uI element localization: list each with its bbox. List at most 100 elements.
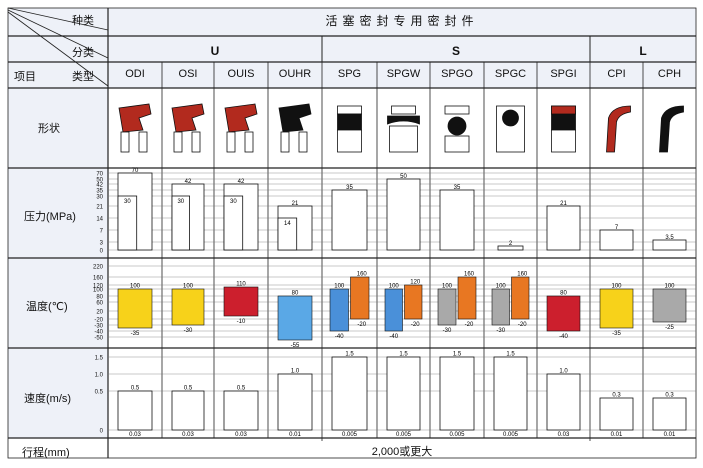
- speed-max-label: 1.5: [453, 352, 462, 358]
- speed-min-label: 0.005: [396, 432, 412, 438]
- model-odi: ODI: [125, 68, 145, 80]
- diagonal-line: [7, 9, 109, 59]
- table-border: [7, 7, 697, 459]
- speed-min-label: 0.03: [182, 432, 194, 438]
- model-spg: SPG: [337, 68, 362, 80]
- speed-tick-label: 1.5: [95, 356, 104, 362]
- temperature-min-label: -40: [559, 334, 568, 340]
- temperature-max-label: 80: [560, 291, 567, 297]
- temperature-min-label: -30: [443, 328, 452, 334]
- speed-min-label: 0.01: [664, 432, 676, 438]
- pressure-max-label: 3.5: [665, 235, 674, 241]
- pressure-tick-label: 50: [96, 178, 103, 184]
- temperature-min-label: -35: [131, 331, 140, 337]
- pressure-bar-spgo: 35: [439, 185, 475, 251]
- seal-shape-spgo: [444, 105, 470, 153]
- pressure-mid-label: 30: [177, 199, 184, 205]
- speed-min-label: 0.005: [503, 432, 519, 438]
- pressure-max-label: 42: [238, 179, 245, 185]
- temperature-max-label: 110: [236, 282, 246, 288]
- seal-shape-spgw: [387, 105, 420, 153]
- speed-bar-spgo: 1.50.005: [439, 352, 475, 438]
- model-spgo: SPGO: [441, 68, 473, 80]
- seal-shape-ouhr: [278, 103, 312, 153]
- speed-max-label: 1.0: [559, 369, 568, 375]
- seal-shape-spgc: [496, 105, 525, 153]
- speed-max-label: 0.5: [184, 386, 193, 392]
- diagonal-line: [7, 7, 109, 31]
- model-ouhr: OUHR: [278, 68, 312, 80]
- temperature-max-label: 100: [664, 284, 675, 290]
- pressure-tick-label: 3: [100, 241, 104, 247]
- temperature-min-label: -20: [518, 322, 527, 328]
- pressure-max-label: 70: [132, 168, 139, 174]
- temperature-max-label: 100: [611, 284, 622, 290]
- temperature-tick-label: -30: [94, 324, 103, 330]
- speed-max-label: 1.5: [506, 352, 515, 358]
- temperature-max-label: 80: [292, 291, 299, 297]
- temperature-max-label: 100: [496, 284, 507, 290]
- model-cph: CPH: [657, 68, 682, 80]
- pressure-bar-spg: 35: [331, 185, 368, 251]
- pressure-bar-spgi: 21: [546, 201, 581, 251]
- row-label-temperature: 温度(℃): [26, 301, 68, 313]
- model-spgw: SPGW: [386, 68, 421, 80]
- speed-min-label: 0.03: [129, 432, 141, 438]
- speed-min-label: 0.03: [235, 432, 247, 438]
- temperature-min-label: -20: [411, 322, 420, 328]
- speed-min-label: 0.03: [558, 432, 570, 438]
- temperature-max-label: 100: [183, 284, 194, 290]
- temperature-tick-label: 120: [93, 284, 104, 290]
- temperature-min-label: -55: [291, 343, 300, 349]
- temperature-tick-label: 220: [93, 265, 104, 271]
- pressure-max-label: 21: [560, 201, 567, 207]
- pressure-max-label: 35: [346, 185, 353, 191]
- seal-shape-cph: [659, 105, 684, 153]
- model-spgi: SPGI: [550, 68, 577, 80]
- pressure-tick-label: 42: [96, 183, 103, 189]
- pressure-tick-label: 14: [96, 217, 103, 223]
- pressure-bar-cph: 3.5: [652, 235, 687, 251]
- row-label-speed: 速度(m/s): [24, 393, 72, 405]
- row-label-column: [8, 88, 108, 438]
- pressure-bar-spgw: 50: [386, 174, 421, 251]
- temperature-max-label: 160: [464, 272, 475, 278]
- temperature-tick-label: -40: [94, 330, 103, 336]
- pressure-max-label: 21: [292, 201, 299, 207]
- speed-bar-spgi: 1.0 0.03: [546, 369, 581, 438]
- pressure-bar-ouhr: 21 14: [277, 201, 313, 251]
- pressure-mid-label: 2: [509, 241, 513, 247]
- temperature-min-label: -25: [665, 325, 674, 331]
- temperature-tick-label: 100: [93, 288, 104, 294]
- temperature-max-label: 160: [517, 272, 528, 278]
- speed-max-label: 0.3: [612, 393, 621, 399]
- speed-bar-cph: 0.3 0.01: [652, 393, 687, 438]
- temperature-min-label: -30: [184, 328, 193, 334]
- temperature-max-label: 120: [410, 280, 421, 286]
- seal-shape-odi: [118, 103, 152, 153]
- row-class-label: 分类: [72, 47, 94, 59]
- temperature-min-label: -20: [357, 322, 366, 328]
- speed-max-label: 0.3: [665, 393, 674, 399]
- temperature-bar-odi: 100 -35: [117, 284, 153, 337]
- temperature-bar-osi: 100 -30: [171, 284, 205, 334]
- temperature-max-label: 100: [130, 284, 141, 290]
- pressure-mid-label: 14: [284, 221, 291, 227]
- pressure-tick-label: 7: [100, 229, 104, 235]
- model-osi: OSI: [178, 68, 198, 80]
- speed-max-label: 1.5: [399, 352, 408, 358]
- temperature-tick-label: 80: [96, 295, 103, 301]
- speed-tick-label: 1.0: [95, 373, 104, 379]
- group-l: L: [639, 44, 647, 58]
- item-label: 项目: [14, 71, 36, 83]
- speed-max-label: 1.5: [345, 352, 354, 358]
- speed-max-label: 0.5: [131, 386, 140, 392]
- model-cpi: CPI: [607, 68, 626, 80]
- pressure-max-label: 35: [454, 185, 461, 191]
- temperature-min-label: -30: [496, 328, 505, 334]
